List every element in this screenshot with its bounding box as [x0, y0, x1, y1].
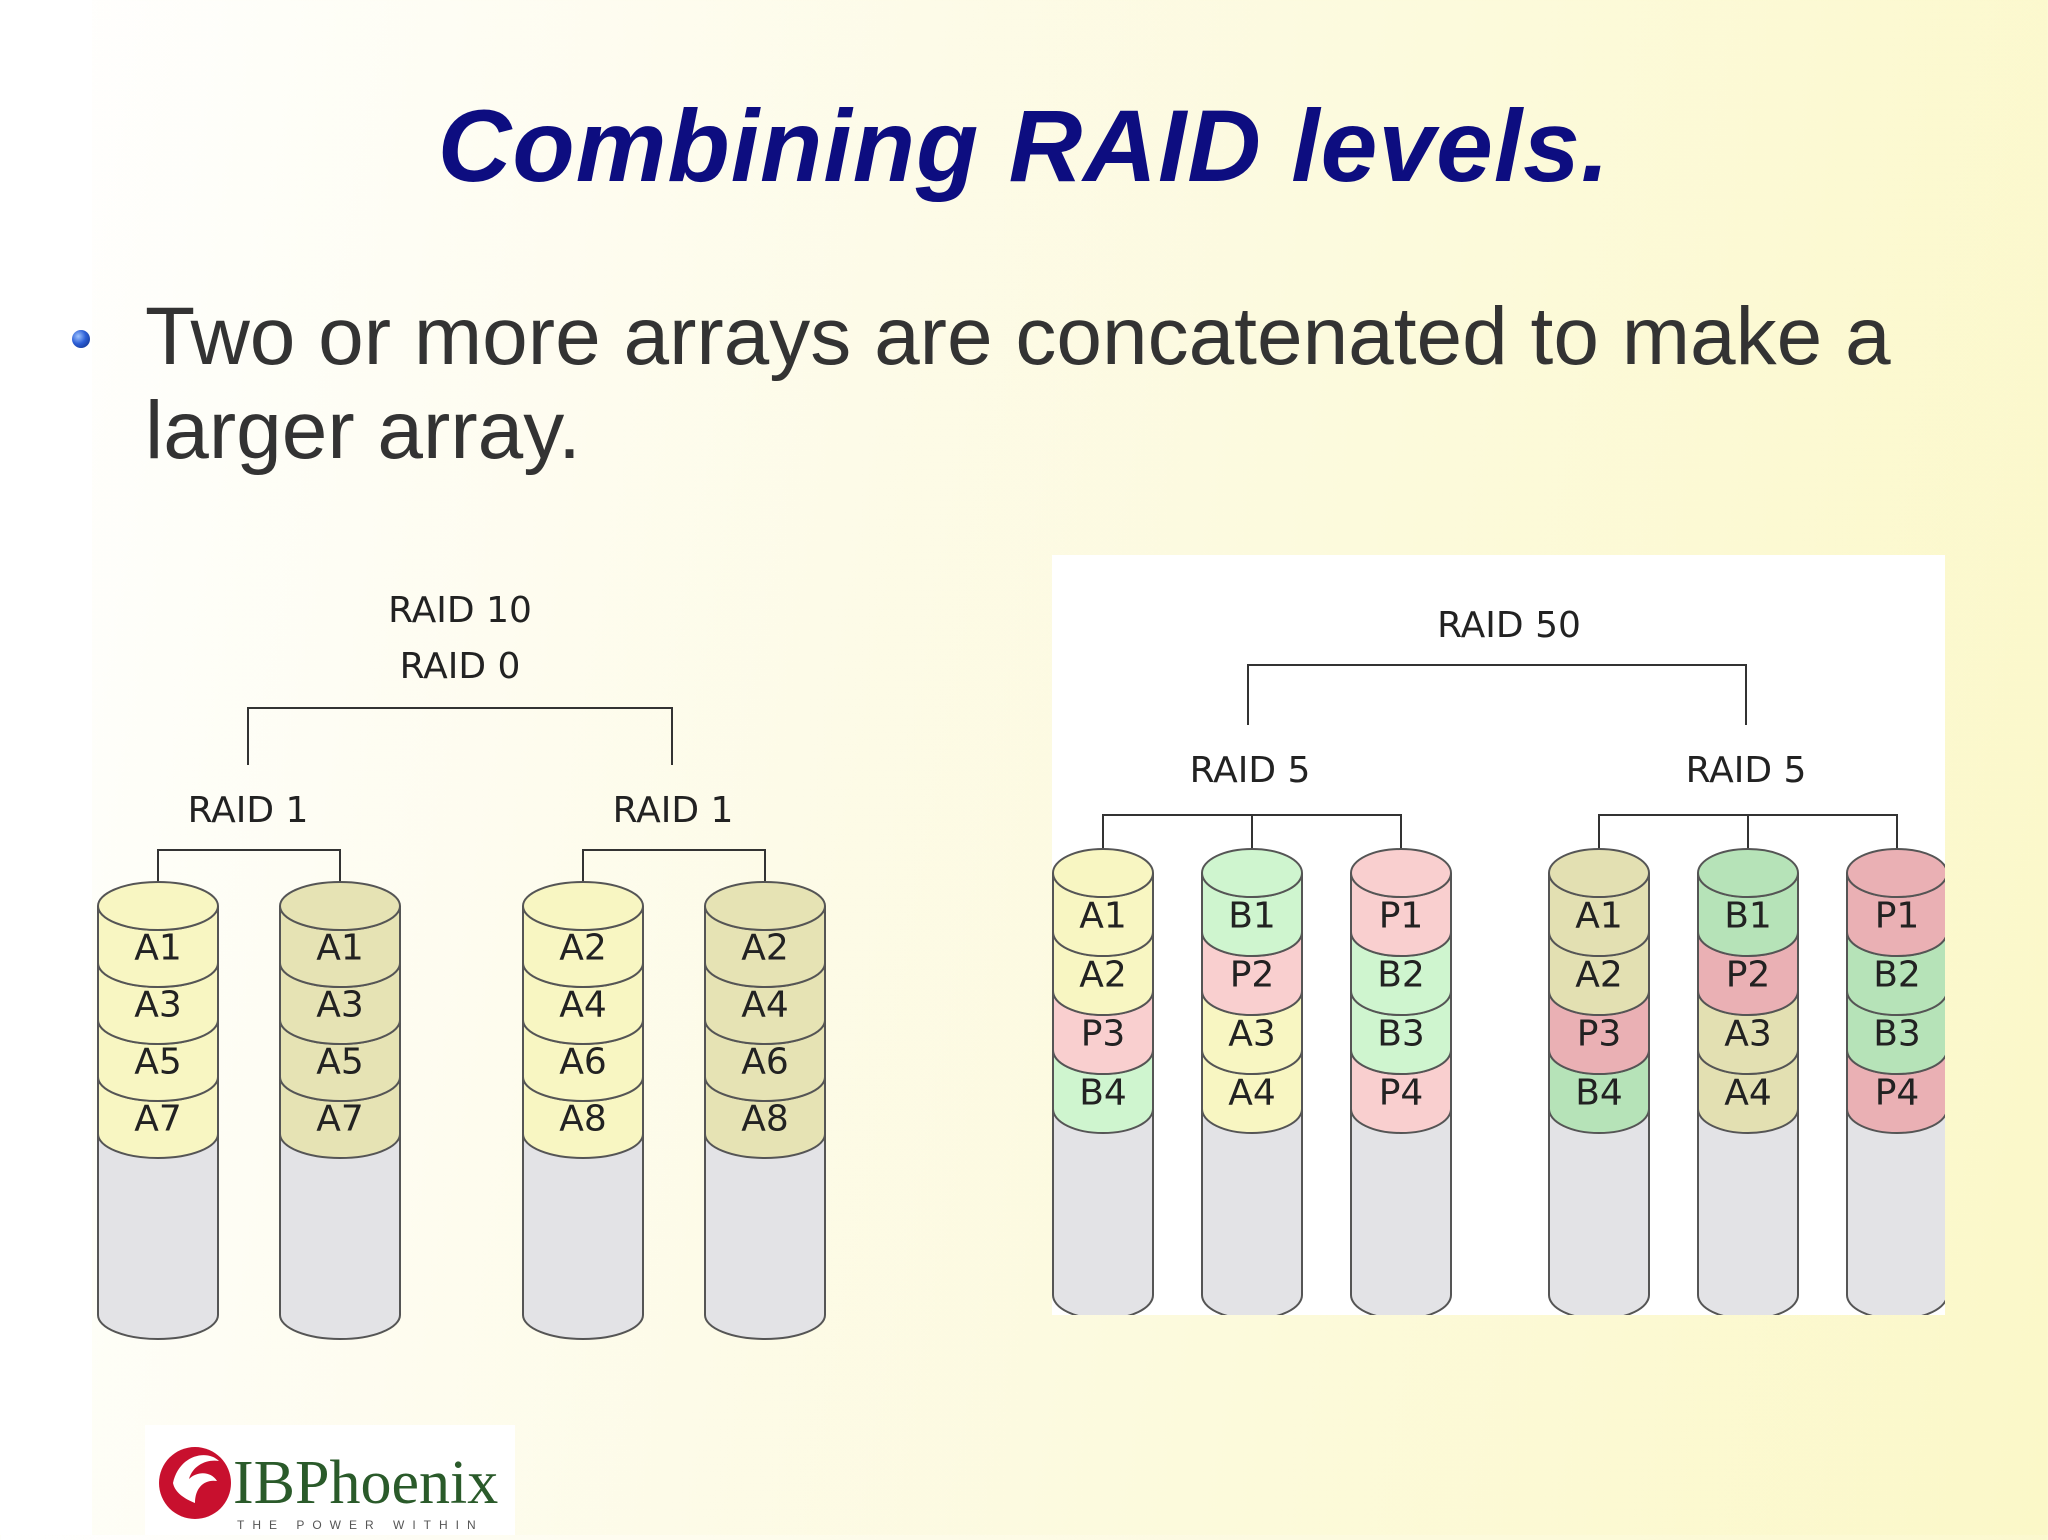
slide-title: Combining RAID levels. — [437, 89, 1611, 203]
disk-block-label: A7 — [316, 1099, 364, 1140]
disk-top — [97, 881, 219, 931]
disk-block-label: A4 — [741, 985, 789, 1026]
disk-block-label: B2 — [1873, 955, 1921, 996]
disk-block-label: A8 — [559, 1099, 607, 1140]
disk-block-label: A2 — [559, 928, 607, 969]
disk-block-label: B4 — [1575, 1073, 1623, 1114]
raid10-group1-connector — [157, 849, 341, 905]
disk-block-label: A2 — [1079, 955, 1127, 996]
disk-block-label: A1 — [1575, 896, 1623, 937]
disk-block-label: A3 — [1724, 1014, 1772, 1055]
disk-block-label: P4 — [1379, 1073, 1424, 1114]
disk-block-label: A4 — [1228, 1073, 1276, 1114]
disk-block-label: A3 — [1228, 1014, 1276, 1055]
ibphoenix-logo: IBPhoenix THE POWER WITHIN — [145, 1425, 515, 1535]
raid0-title: RAID 0 — [400, 646, 521, 687]
disk-top — [522, 881, 644, 931]
disk-block-label: P1 — [1875, 896, 1920, 937]
raid10-group2-label: RAID 1 — [613, 790, 734, 831]
raid10-group2-connector — [582, 849, 766, 905]
disk-block-label: P3 — [1577, 1014, 1622, 1055]
disk-block-label: B3 — [1377, 1014, 1425, 1055]
phoenix-logo-icon: IBPhoenix THE POWER WITHIN — [159, 1447, 498, 1532]
raid50-group1-label: RAID 5 — [1190, 750, 1311, 791]
disk-block-label: B1 — [1228, 896, 1276, 937]
disk-block-label: A1 — [134, 928, 182, 969]
raid10-svg: RAID 10 RAID 0 RAID 1 RAID 1 A1A3A5A7A1A… — [97, 590, 826, 1340]
disk-block-label: A5 — [316, 1042, 364, 1083]
bullet-icon — [72, 330, 90, 348]
disk-block-label: A3 — [316, 985, 364, 1026]
logo-tagline: THE POWER WITHIN — [237, 1518, 484, 1532]
disk-block-label: A6 — [741, 1042, 789, 1083]
disk-block-label: A8 — [741, 1099, 789, 1140]
disk-top — [704, 881, 826, 931]
disk-block-label: P3 — [1081, 1014, 1126, 1055]
raid10-group1-label: RAID 1 — [188, 790, 309, 831]
disk-block-label: A6 — [559, 1042, 607, 1083]
disk-block-label: P2 — [1726, 955, 1771, 996]
disk-block-label: B2 — [1377, 955, 1425, 996]
disk-top — [1052, 848, 1154, 898]
disk-block-label: A2 — [1575, 955, 1623, 996]
logo-name: IBPhoenix — [233, 1449, 498, 1517]
disk-block-label: A1 — [1079, 896, 1127, 937]
disk-top — [1548, 848, 1650, 898]
disk-block-label: A4 — [1724, 1073, 1772, 1114]
disk-block-label: B3 — [1873, 1014, 1921, 1055]
bullet-text: Two or more arrays are concatenated to m… — [145, 291, 1891, 476]
disk-block-label: B1 — [1724, 896, 1772, 937]
raid0-connector — [247, 707, 673, 765]
disk-top — [1201, 848, 1303, 898]
disk-block-label: P4 — [1875, 1073, 1920, 1114]
disk-block-label: A3 — [134, 985, 182, 1026]
disk-top — [1846, 848, 1945, 898]
left-margin — [0, 0, 92, 1535]
disk-block-label: B4 — [1079, 1073, 1127, 1114]
disk-block-label: A4 — [559, 985, 607, 1026]
disk-block-label: A7 — [134, 1099, 182, 1140]
disk-top — [1350, 848, 1452, 898]
disk-block-label: P1 — [1379, 896, 1424, 937]
disk-block-label: A2 — [741, 928, 789, 969]
raid10-title: RAID 10 — [388, 590, 532, 631]
raid50-group2-label: RAID 5 — [1686, 750, 1807, 791]
raid50-connector — [1247, 664, 1747, 725]
raid50-title: RAID 50 — [1437, 605, 1581, 646]
disk-top — [279, 881, 401, 931]
disk-block-label: P2 — [1230, 955, 1275, 996]
disk-block-label: A5 — [134, 1042, 182, 1083]
disk-top — [1697, 848, 1799, 898]
disk-block-label: A1 — [316, 928, 364, 969]
